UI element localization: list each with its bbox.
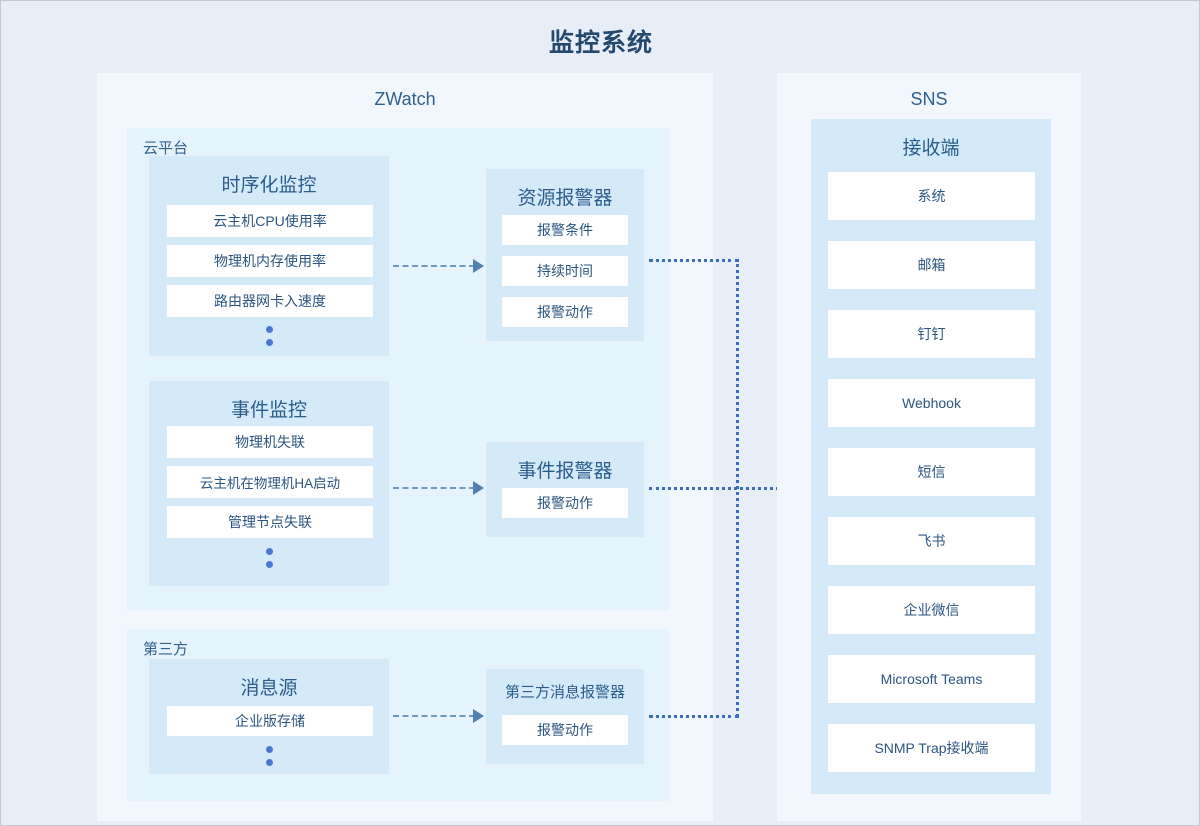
event-monitor-item[interactable]: 管理节点失联 <box>167 506 373 538</box>
metric-monitor-item[interactable]: 云主机CPU使用率 <box>167 205 373 237</box>
ellipsis-icon <box>266 326 273 346</box>
ellipsis-icon <box>266 746 273 766</box>
bus-thirdparty-alarm-out <box>649 715 739 718</box>
connector-metric-to-resource-alarm <box>393 265 475 267</box>
receiver-item[interactable]: 系统 <box>828 172 1035 220</box>
receiver-title: 接收端 <box>902 138 960 159</box>
arrow-metric-to-resource-alarm <box>473 259 484 273</box>
message-source-title: 消息源 <box>240 678 298 699</box>
metric-monitor-item[interactable]: 路由器网卡入速度 <box>167 285 373 317</box>
event-monitor-title: 事件监控 <box>230 400 307 421</box>
event-alarm-box: 事件报警器 报警动作 <box>486 442 644 537</box>
arrow-event-to-event-alarm <box>473 481 484 495</box>
cloud-platform-group-label: 云平台 <box>143 140 189 157</box>
receiver-item[interactable]: 企业微信 <box>828 586 1035 634</box>
resource-alarm-item[interactable]: 报警条件 <box>502 215 628 245</box>
receiver-item[interactable]: 钉钉 <box>828 310 1035 358</box>
bus-resource-alarm-out <box>649 259 739 262</box>
arrow-source-to-thirdparty-alarm <box>473 709 484 723</box>
resource-alarm-item[interactable]: 持续时间 <box>502 256 628 286</box>
event-monitor-item[interactable]: 云主机在物理机HA启动 <box>167 466 373 498</box>
third-party-alarm-item[interactable]: 报警动作 <box>502 715 628 745</box>
event-monitor-item[interactable]: 物理机失联 <box>167 426 373 458</box>
receiver-item[interactable]: 短信 <box>828 448 1035 496</box>
message-source-item[interactable]: 企业版存储 <box>167 706 373 736</box>
receiver-item[interactable]: Microsoft Teams <box>828 655 1035 703</box>
metric-monitor-title: 时序化监控 <box>221 175 317 196</box>
receiver-item[interactable]: SNMP Trap接收端 <box>828 724 1035 772</box>
resource-alarm-box: 资源报警器 报警条件 持续时间 报警动作 <box>486 169 644 341</box>
event-monitor-box: 事件监控 物理机失联 云主机在物理机HA启动 管理节点失联 <box>149 381 389 586</box>
sns-panel-title: SNS <box>910 89 948 109</box>
page-title: 监控系统 <box>548 29 653 57</box>
resource-alarm-title: 资源报警器 <box>517 188 613 209</box>
metric-monitor-item[interactable]: 物理机内存使用率 <box>167 245 373 277</box>
event-alarm-title: 事件报警器 <box>517 461 613 482</box>
ellipsis-icon <box>266 548 273 568</box>
message-source-box: 消息源 企业版存储 <box>149 659 389 774</box>
metric-monitor-box: 时序化监控 云主机CPU使用率 物理机内存使用率 路由器网卡入速度 <box>149 156 389 356</box>
third-party-alarm-box: 第三方消息报警器 报警动作 <box>486 669 644 764</box>
third-party-alarm-title: 第三方消息报警器 <box>504 684 625 701</box>
receiver-item[interactable]: 飞书 <box>828 517 1035 565</box>
receiver-item[interactable]: Webhook <box>828 379 1035 427</box>
third-party-group-label: 第三方 <box>143 641 189 658</box>
connector-event-to-event-alarm <box>393 487 475 489</box>
connector-source-to-thirdparty-alarm <box>393 715 475 717</box>
receiver-box: 接收端 系统 邮箱 钉钉 Webhook 短信 飞书 企业微信 Microsof… <box>811 119 1051 794</box>
event-alarm-item[interactable]: 报警动作 <box>502 488 628 518</box>
receiver-item[interactable]: 邮箱 <box>828 241 1035 289</box>
resource-alarm-item[interactable]: 报警动作 <box>502 297 628 327</box>
zwatch-panel-title: ZWatch <box>374 89 436 109</box>
bus-event-alarm-out <box>649 487 804 490</box>
